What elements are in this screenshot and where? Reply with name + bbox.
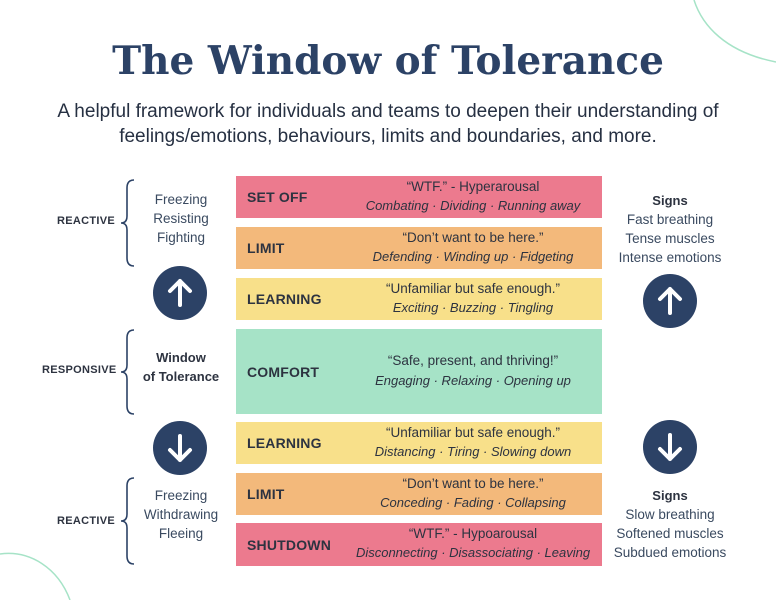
band-quote: “Don’t want to be here.” [402, 476, 544, 491]
band-words: Engaging · Relaxing · Opening up [375, 373, 571, 388]
band-limit-bottom: LIMIT “Don’t want to be here.” Conceding… [236, 473, 602, 515]
reactive-behaviours-top: Freezing Resisting Fighting [136, 190, 226, 247]
subtitle-line-2: feelings/emotions, behaviours, limits an… [119, 126, 657, 147]
band-label: LIMIT [247, 486, 285, 502]
arrow-down-icon [643, 420, 697, 474]
reactive-label-bottom: REACTIVE [57, 515, 116, 527]
reactive-label-top: REACTIVE [57, 215, 116, 227]
band-learning-top: LEARNING “Unfamiliar but safe enough.” E… [236, 278, 602, 320]
list-item: Intense emotions [618, 250, 722, 265]
band-label: LEARNING [247, 435, 322, 451]
list-item: Freezing [154, 192, 208, 207]
list-item: Freezing [154, 488, 208, 503]
corner-curve-bottom-left [0, 552, 71, 600]
list-item: Fleeing [158, 526, 204, 541]
band-label: LEARNING [247, 291, 322, 307]
list-item: Slow breathing [625, 507, 715, 522]
signs-heading: Signs [652, 488, 688, 503]
band-quote: “Unfamiliar but safe enough.” [385, 425, 561, 440]
band-words: Exciting · Buzzing · Tingling [392, 300, 554, 315]
responsive-label: RESPONSIVE [42, 364, 117, 376]
band-words: Distancing · Tiring · Slowing down [374, 444, 572, 459]
band-label: SET OFF [247, 189, 308, 205]
list-item: Fighting [156, 230, 206, 245]
band-shutdown: SHUTDOWN “WTF.” - Hypoarousal Disconnect… [236, 523, 602, 566]
band-comfort: COMFORT “Safe, present, and thriving!” E… [236, 329, 602, 414]
bracket-reactive-bottom [120, 477, 135, 565]
band-words: Disconnecting · Disassociating · Leaving [355, 545, 591, 560]
arrow-up-icon [643, 274, 697, 328]
list-item: Softened muscles [616, 526, 724, 541]
signs-top: Signs Fast breathing Tense muscles Inten… [608, 191, 732, 267]
signs-bottom: Signs Slow breathing Softened muscles Su… [604, 486, 736, 562]
band-quote: “Safe, present, and thriving!” [387, 353, 559, 368]
list-item: Fast breathing [626, 212, 714, 227]
bracket-reactive-top [120, 179, 135, 267]
band-quote: “WTF.” - Hyperarousal [406, 179, 540, 194]
band-label: COMFORT [247, 363, 320, 380]
band-label: SHUTDOWN [247, 536, 332, 553]
page-title: The Window of Tolerance [112, 38, 664, 84]
band-limit-top: LIMIT “Don’t want to be here.” Defending… [236, 227, 602, 269]
bracket-responsive [120, 329, 135, 415]
reactive-behaviours-bottom: Freezing Withdrawing Fleeing [130, 486, 232, 543]
subtitle: A helpful framework for individuals and … [20, 99, 756, 149]
band-label: LIMIT [247, 240, 285, 256]
signs-heading: Signs [652, 193, 688, 208]
band-words: Defending · Winding up · Fidgeting [372, 249, 574, 264]
band-learning-bottom: LEARNING “Unfamiliar but safe enough.” D… [236, 422, 602, 464]
band-words: Combating · Dividing · Running away [365, 198, 581, 213]
list-item: Tense muscles [625, 231, 715, 246]
list-item: Subdued emotions [613, 545, 727, 560]
list-item: Resisting [153, 211, 209, 226]
band-quote: “Unfamiliar but safe enough.” [385, 281, 561, 296]
list-item: Withdrawing [143, 507, 219, 522]
arrow-up-icon [153, 266, 207, 320]
band-quote: “WTF.” - Hypoarousal [408, 526, 538, 541]
band-quote: “Don’t want to be here.” [402, 230, 544, 245]
window-of-tolerance-label: Window of Tolerance [142, 350, 220, 384]
arrow-down-icon [153, 421, 207, 475]
subtitle-line-1: A helpful framework for individuals and … [57, 101, 719, 122]
corner-curve-top-right [693, 0, 776, 63]
band-set-off: SET OFF “WTF.” - Hyperarousal Combating … [236, 176, 602, 218]
band-words: Conceding · Fading · Collapsing [380, 495, 566, 510]
